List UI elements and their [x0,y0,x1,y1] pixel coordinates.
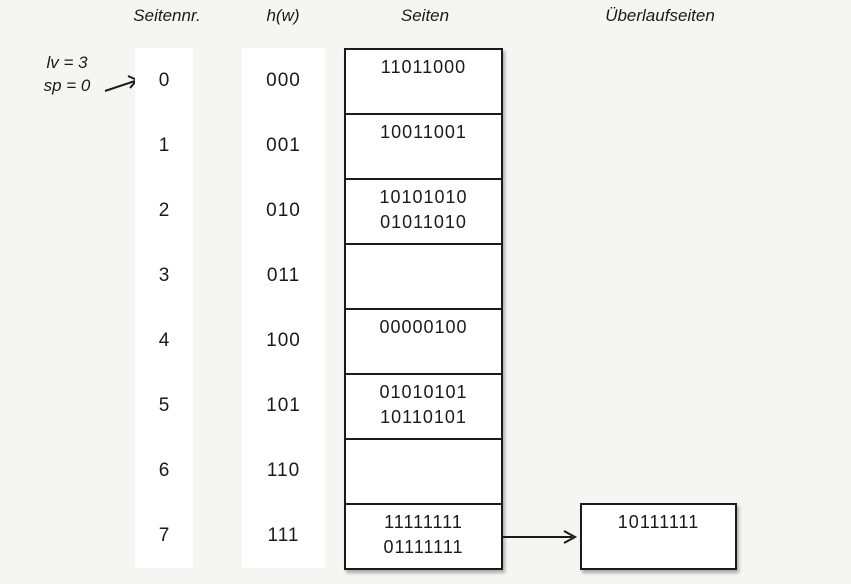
header-hash-function: h(w) [266,6,300,25]
hash-value-7: 111 [267,525,300,546]
bucket-1: 10011001 [344,113,503,180]
page-number-4: 4 [158,330,170,351]
bucket-3 [344,243,503,310]
bucket-7: 11111111 01111111 [344,503,503,570]
hash-value-2: 010 [266,200,301,221]
bucket-entry: 01111111 [383,537,464,557]
overflow-entry: 10111111 [617,512,700,532]
header-seitennr: Seitennr. [133,6,201,25]
page-number-2: 2 [158,200,170,221]
bucket-entry [346,145,501,170]
hash-value-4: 100 [266,330,301,351]
bucket-entry [346,445,501,470]
bucket-6 [344,438,503,505]
bucket-entry: 11011000 [380,57,467,77]
hash-value-6: 110 [266,460,301,481]
bucket-entry: 10110101 [380,407,467,427]
page-number-3: 3 [158,265,170,286]
bucket-entry [346,340,501,365]
page-number-6: 6 [158,460,170,481]
sp-value: sp = 0 [43,76,91,95]
hash-value-1: 001 [266,135,301,156]
page-number-1: 1 [158,135,170,156]
bucket-5: 01010101 10110101 [344,373,503,440]
overflow-arrow-icon [503,530,578,544]
bucket-0: 11011000 [344,48,503,115]
page-number-0: 0 [158,70,170,91]
bucket-entry: 11111111 [384,512,463,532]
state-annotation: lv = 3 sp = 0 [24,51,110,97]
bucket-entry: 01010101 [379,382,468,402]
hash-value-3: 011 [266,265,301,286]
bucket-2: 10101010 01011010 [344,178,503,245]
bucket-entry: 01011010 [380,212,467,232]
page-number-column [135,48,193,568]
page-number-5: 5 [158,395,170,416]
bucket-entry: 10011001 [380,122,467,142]
header-seiten: Seiten [400,6,450,25]
page-number-7: 7 [158,525,170,546]
overflow-page-bucket-7: 10111111 [580,503,737,570]
bucket-entry: 00000100 [379,317,468,337]
hash-value-column [242,48,325,568]
bucket-4: 00000100 [344,308,503,375]
bucket-entry [346,80,501,105]
bucket-entry: 10101010 [379,187,468,207]
lv-value: lv = 3 [46,53,88,72]
header-ueberlaufseiten: Überlaufseiten [605,6,715,25]
bucket-entry [346,250,501,275]
hash-value-0: 000 [266,70,301,91]
hash-value-5: 101 [266,395,301,416]
bucket-entry [346,275,501,300]
bucket-entry [346,470,501,495]
